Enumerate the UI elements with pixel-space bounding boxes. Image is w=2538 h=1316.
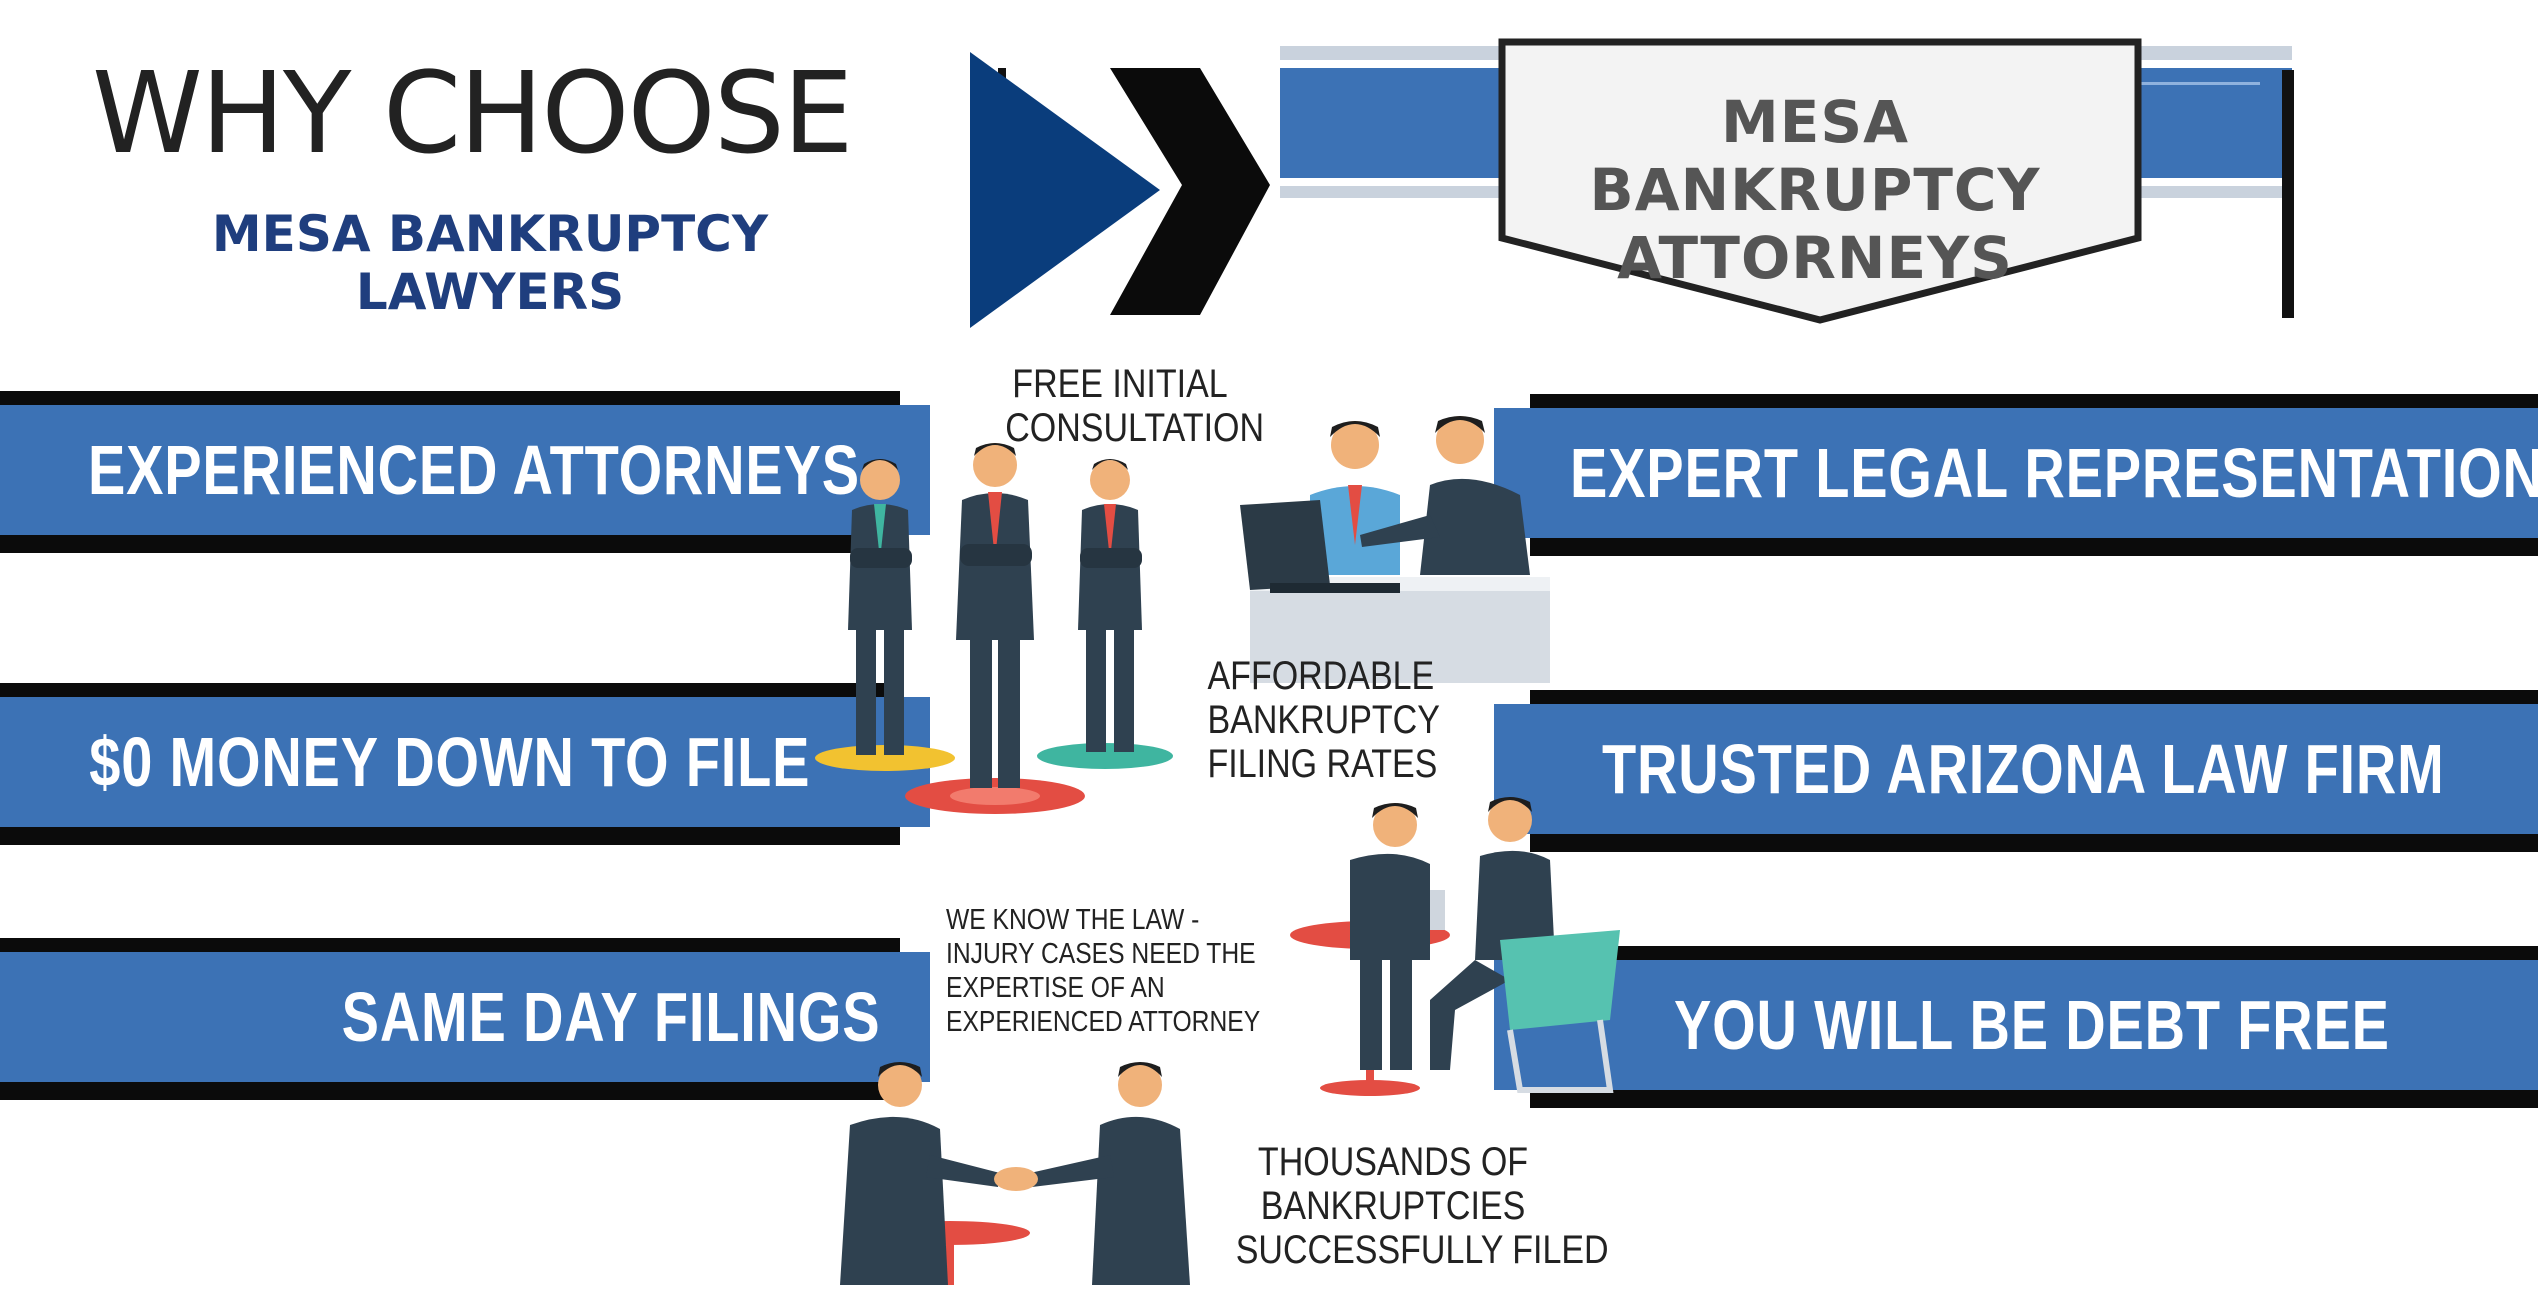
spot-yellow	[815, 745, 955, 771]
note-line: THOUSANDS OF	[1257, 1140, 1529, 1184]
banner-shadow-top	[0, 938, 900, 956]
note-line: BANKRUPTCY	[1207, 698, 1440, 742]
note-line: FILING RATES	[1207, 742, 1438, 786]
note-line: FREE INITIAL	[1012, 362, 1228, 406]
handshake-icon	[994, 1167, 1038, 1191]
badge-line-1: MESA BANKRUPTCY	[1589, 88, 2041, 224]
lawyer-figure-left	[848, 459, 912, 755]
banner-bar	[1494, 960, 2538, 1090]
note-line: INJURY CASES NEED THE	[946, 938, 1256, 970]
three-lawyers-illustration	[815, 443, 1173, 814]
handshake-illustration	[840, 1062, 1190, 1285]
page-subtitle: MESA BANKRUPTCY LAWYERS	[190, 205, 790, 321]
banner-bar	[1494, 704, 2538, 834]
banner-bar	[0, 952, 930, 1082]
note-free-consultation: FREE INITIAL CONSULTATION	[1005, 362, 1265, 450]
banner-shadow-bottom	[0, 827, 900, 845]
banner-label: TRUSTED ARIZONA LAW FIRM	[1602, 730, 2445, 808]
banner-bar	[0, 405, 930, 535]
banner-shadow-top	[1530, 946, 2538, 964]
note-affordable-rates: AFFORDABLE BANKRUPTCY FILING RATES	[1207, 654, 1440, 786]
badge-shield-icon	[1498, 38, 2142, 324]
banner-label: SAME DAY FILINGS	[341, 978, 880, 1056]
banner-label: EXPERIENCED ATTORNEYS	[88, 431, 860, 509]
note-line: AFFORDABLE	[1207, 654, 1435, 698]
banner-label: EXPERT LEGAL REPRESENTATION	[1570, 434, 2538, 512]
banner-label: YOU WILL BE DEBT FREE	[1674, 986, 2390, 1064]
banner-experienced-attorneys: EXPERIENCED ATTORNEYS	[0, 391, 930, 565]
badge-line-2: ATTORNEYS	[1617, 224, 2013, 292]
banner-shadow-top	[1530, 394, 2538, 412]
lawyer-figure-right	[1078, 459, 1142, 752]
black-chevron	[1110, 68, 1270, 315]
note-line: BANKRUPTCIES	[1260, 1184, 1526, 1228]
banner-money-down: $0 MONEY DOWN TO FILE	[0, 683, 930, 857]
page-title: WHY CHOOSE	[92, 49, 854, 179]
note-line: WE KNOW THE LAW -	[946, 904, 1200, 936]
banner-expert-representation: EXPERT LEGAL REPRESENTATION	[1494, 394, 2538, 568]
banner-shadow-top	[0, 683, 900, 701]
note-line: CONSULTATION	[1005, 406, 1265, 450]
banner-bar	[0, 697, 930, 827]
chevron-arrows-icon	[970, 52, 1270, 328]
banner-label: $0 MONEY DOWN TO FILE	[88, 723, 810, 801]
laptop-meeting-illustration	[1240, 416, 1550, 683]
banner-shadow-bottom	[1530, 1090, 2538, 1108]
banner-bar	[1494, 408, 2538, 538]
subtitle-line-2: LAWYERS	[355, 263, 625, 321]
badge-band-accent	[2090, 82, 2260, 85]
banner-shadow-top	[1530, 690, 2538, 708]
laptop-icon	[1240, 500, 1330, 590]
blue-play-arrow	[970, 52, 1160, 328]
note-thousands-filed: THOUSANDS OF BANKRUPTCIES SUCCESSFULLY F…	[1235, 1140, 1609, 1272]
badge-text: MESA BANKRUPTCY ATTORNEYS	[1510, 88, 2120, 292]
note-line: SUCCESSFULLY FILED	[1235, 1228, 1609, 1272]
teal-chair	[1500, 930, 1620, 1030]
handshake-person-right	[1030, 1062, 1190, 1285]
seated-person-right	[1430, 797, 1555, 1070]
banner-shadow-bottom	[1530, 538, 2538, 556]
banner-shadow-bottom	[0, 535, 900, 553]
advisor-figure	[1360, 416, 1530, 575]
spot-teal	[1037, 743, 1173, 769]
banner-shadow-bottom	[1530, 834, 2538, 852]
handshake-person-left	[840, 1062, 1000, 1285]
banner-debt-free: YOU WILL BE DEBT FREE	[1494, 946, 2538, 1120]
banner-shadow-top	[0, 391, 900, 409]
banner-trusted-firm: TRUSTED ARIZONA LAW FIRM	[1494, 690, 2538, 864]
desk	[1250, 585, 1550, 683]
subtitle-line-1: MESA BANKRUPTCY	[211, 205, 769, 263]
seated-person-left	[1350, 803, 1430, 1070]
lawyer-figure-center	[956, 443, 1034, 788]
badge-post	[2282, 70, 2294, 318]
note-line: EXPERTISE OF AN	[946, 972, 1165, 1004]
note-line: EXPERIENCED ATTORNEY	[946, 1006, 1261, 1038]
client-figure	[1310, 421, 1400, 575]
note-know-the-law: WE KNOW THE LAW - INJURY CASES NEED THE …	[946, 903, 1261, 1039]
banner-same-day: SAME DAY FILINGS	[0, 938, 930, 1112]
seated-meeting-illustration	[1290, 797, 1620, 1096]
banner-shadow-bottom	[0, 1082, 900, 1100]
